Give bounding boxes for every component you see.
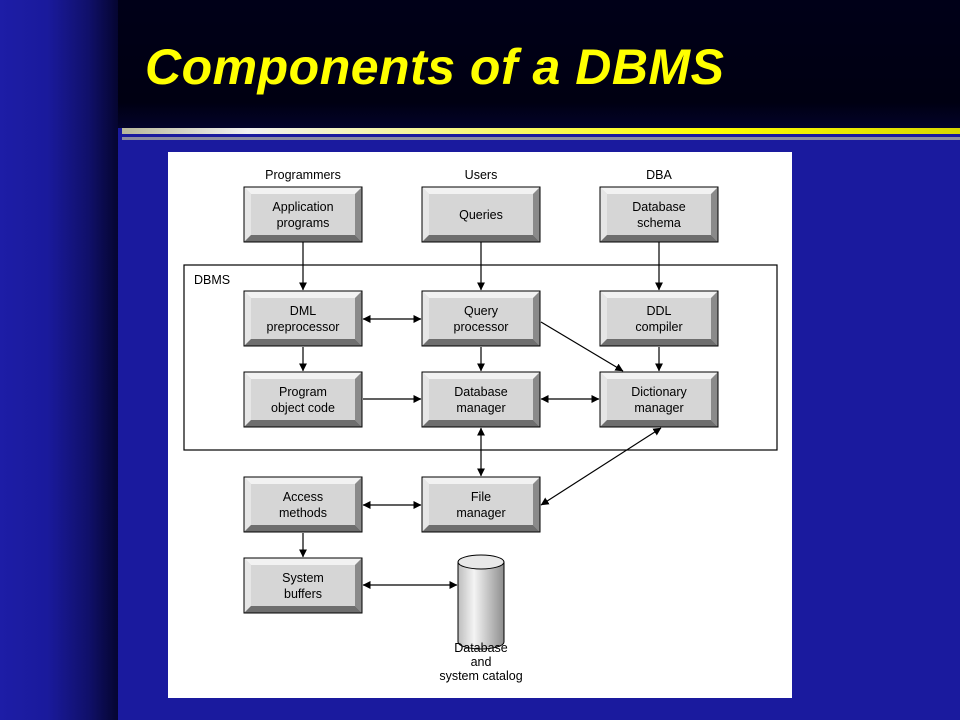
node-label: schema [637, 216, 681, 230]
edge-dictionary-manager-to-file-manager [540, 427, 662, 506]
node-dml-preprocessor: DML preprocessor [243, 290, 363, 347]
node-label: preprocessor [267, 320, 340, 334]
dbms-group-label: DBMS [194, 273, 230, 287]
left-gradient-band [0, 0, 118, 720]
node-label: methods [279, 506, 327, 520]
node-label: Application [272, 200, 333, 214]
actor-dba: DBA [646, 168, 672, 182]
node-label: processor [454, 320, 509, 334]
node-db-schema: Database schema [599, 186, 719, 243]
node-label: Query [464, 304, 499, 318]
storage-label: and [471, 655, 492, 669]
storage-label: system catalog [439, 669, 522, 683]
dbms-diagram: DBMS ApplicationprogramsQueriesDatabases… [183, 168, 778, 683]
actor-programmers: Programmers [265, 168, 341, 182]
node-label: System [282, 571, 324, 585]
node-system-buffers: System buffers [243, 557, 363, 614]
actors-layer: Programmers Users DBA [265, 168, 672, 182]
node-database-manager: Database manager [421, 371, 541, 428]
node-label: Program [279, 385, 327, 399]
node-dictionary-manager: Dictionary manager [599, 371, 719, 428]
node-ddl-compiler: DDL compiler [599, 290, 719, 347]
storage-label: Database [454, 641, 508, 655]
node-program-object-code: Program object code [243, 371, 363, 428]
title-bar [118, 0, 960, 128]
slide-title: Components of a DBMS [145, 39, 725, 95]
node-label: Database [454, 385, 508, 399]
title-rule-thin [122, 137, 960, 140]
node-label: DML [290, 304, 316, 318]
node-label: buffers [284, 587, 322, 601]
node-label: manager [456, 506, 505, 520]
node-label: DDL [646, 304, 671, 318]
node-label: Queries [459, 208, 503, 222]
node-label: File [471, 490, 491, 504]
node-queries: Queries [421, 186, 541, 243]
edge-query-processor-to-dictionary-manager [540, 321, 624, 372]
actor-users: Users [465, 168, 498, 182]
node-file-manager: File manager [421, 476, 541, 533]
node-label: Dictionary [631, 385, 687, 399]
database-cylinder-icon [457, 554, 505, 650]
node-label: manager [634, 401, 683, 415]
node-app-programs: Application programs [243, 186, 363, 243]
nodes-layer: ApplicationprogramsQueriesDatabaseschema… [243, 186, 719, 614]
title-rule [122, 128, 960, 134]
node-label: manager [456, 401, 505, 415]
node-label: programs [277, 216, 330, 230]
node-label: compiler [635, 320, 682, 334]
node-access-methods: Access methods [243, 476, 363, 533]
node-label: Database [632, 200, 686, 214]
node-label: Access [283, 490, 323, 504]
edges-layer [299, 242, 663, 589]
node-label: object code [271, 401, 335, 415]
node-query-processor: Query processor [421, 290, 541, 347]
